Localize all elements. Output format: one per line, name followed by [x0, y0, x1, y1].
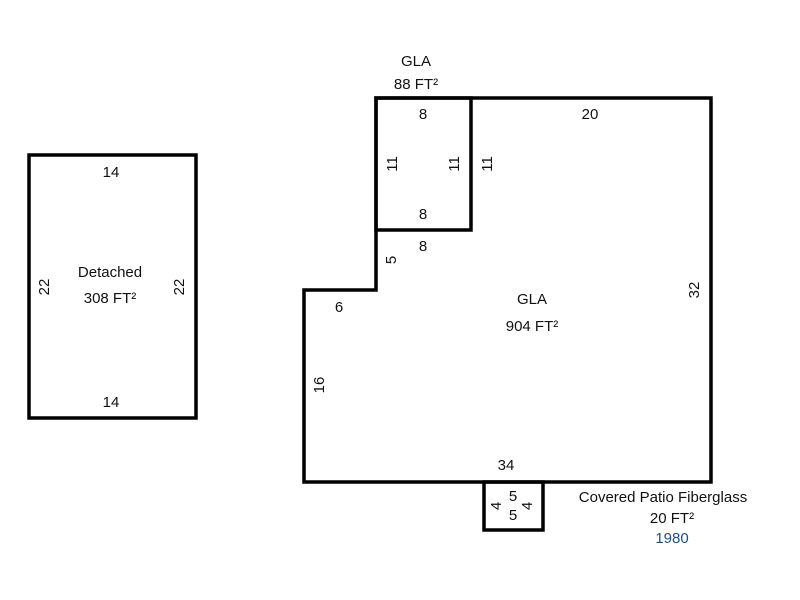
patio-year: 1980 [655, 530, 688, 547]
main-step-left-dim: 5 [383, 256, 400, 264]
main-step-bottom-dim: 6 [335, 299, 343, 316]
detached-structure: 14 14 22 22 Detached 308 FT² [27, 153, 198, 420]
detached-outline [27, 153, 198, 420]
covered-patio: 5 5 4 4 Covered Patio Fiberglass 20 FT² … [482, 480, 747, 547]
small-top-dim: 8 [419, 106, 427, 123]
detached-label: Detached [78, 264, 142, 281]
patio-label: Covered Patio Fiberglass [579, 489, 747, 506]
main-gla-area: 904 FT² [506, 318, 559, 335]
patio-left-dim: 4 [488, 502, 505, 510]
small-right-dim: 11 [446, 156, 463, 172]
detached-area: 308 FT² [84, 290, 137, 307]
main-gla: 20 32 34 16 8 5 6 11 GLA 904 FT² [302, 96, 713, 484]
main-gla-label: GLA [517, 291, 547, 308]
patio-outline [482, 480, 545, 532]
main-inner-left-dim: 11 [479, 156, 496, 172]
small-gla: GLA 88 FT² 8 8 11 11 [374, 53, 473, 232]
small-gla-label: GLA [401, 53, 431, 70]
detached-top-dim: 14 [103, 164, 120, 181]
patio-top-dim: 5 [509, 488, 517, 505]
main-left-dim: 16 [311, 377, 328, 394]
small-gla-area: 88 FT² [394, 76, 438, 93]
detached-bottom-dim: 14 [103, 394, 120, 411]
patio-bottom-dim: 5 [509, 507, 517, 524]
patio-area: 20 FT² [650, 510, 694, 527]
main-right-dim: 32 [686, 282, 703, 299]
main-bottom-dim: 34 [498, 457, 515, 474]
patio-right-dim: 4 [519, 502, 536, 510]
detached-right-dim: 22 [171, 279, 188, 296]
main-gla-outline [302, 96, 713, 484]
small-bottom-dim: 8 [419, 206, 427, 223]
small-gla-outline [374, 96, 473, 232]
main-top-dim: 20 [582, 106, 599, 123]
detached-left-dim: 22 [36, 279, 53, 296]
small-left-dim: 11 [384, 156, 401, 172]
main-step-top-dim: 8 [419, 238, 427, 255]
